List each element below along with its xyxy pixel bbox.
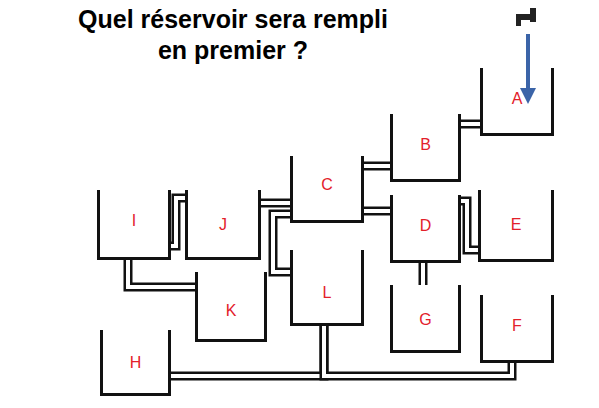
water-tank: J (185, 190, 261, 260)
pipe (261, 203, 290, 204)
tank-letter: J (188, 216, 258, 234)
pipe (364, 211, 390, 212)
pipe-wall (273, 214, 290, 272)
pipe-bore (128, 260, 195, 287)
pipe-bore (421, 263, 425, 285)
tank-letter: L (293, 284, 361, 302)
water-tank: G (390, 285, 461, 353)
pipe-wall (128, 260, 195, 287)
pipe (364, 166, 390, 167)
water-tank: C (290, 156, 364, 223)
tank-letter: I (100, 212, 168, 230)
pipe-wall (261, 199, 290, 208)
pipe (461, 201, 478, 250)
pipe-wall (419, 263, 428, 285)
water-tank: A (480, 68, 554, 136)
tank-letter: E (481, 216, 551, 234)
pipe-wall (364, 162, 390, 171)
pipe-wall (461, 201, 478, 250)
pipe (128, 260, 195, 287)
flow-arrow (520, 34, 536, 104)
pipe-bore (171, 326, 324, 376)
tank-letter: K (198, 302, 264, 320)
pipe-bore (364, 209, 390, 213)
puzzle-title: Quel réservoir sera rempli en premier ? (68, 4, 398, 66)
water-tank: L (290, 250, 364, 326)
pipe (461, 124, 480, 125)
pipe-bore (461, 201, 478, 250)
pipe-bore (171, 198, 185, 246)
pipe-bore (461, 122, 480, 126)
tank-letter: C (293, 176, 361, 194)
water-tank: E (478, 190, 554, 262)
water-tank: I (97, 190, 171, 260)
water-tank: D (390, 195, 461, 263)
tank-letter: B (393, 136, 458, 154)
water-tank: B (390, 114, 461, 182)
pipe-bore (273, 214, 290, 272)
pipe (273, 214, 290, 272)
tank-letter: F (483, 317, 551, 335)
pipe-wall (364, 207, 390, 216)
water-tank: F (480, 295, 554, 363)
pipe-bore (364, 164, 390, 168)
pipe-bore (261, 201, 290, 205)
pipe (171, 198, 185, 246)
pipe-wall (461, 120, 480, 129)
pipe-wall (171, 198, 185, 246)
faucet (516, 8, 536, 26)
pipe (423, 263, 424, 285)
tank-letter: D (393, 217, 458, 235)
tank-letter: G (393, 311, 458, 329)
pipe (171, 326, 324, 376)
pipe-wall (171, 326, 324, 376)
tank-letter: A (483, 90, 551, 108)
water-tank: K (195, 272, 267, 342)
water-tank: H (100, 330, 171, 396)
tank-letter: H (103, 354, 168, 372)
